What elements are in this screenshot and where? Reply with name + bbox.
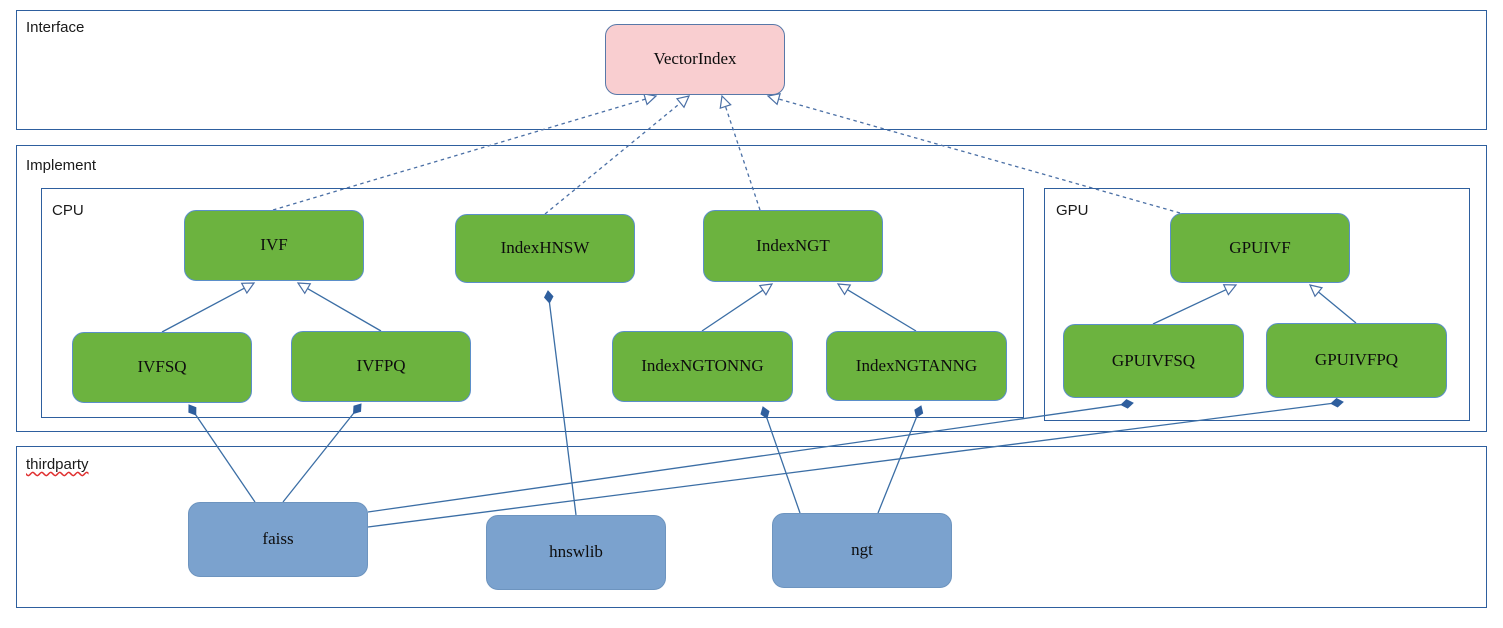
group-label-cpu: CPU [52, 202, 84, 219]
node-vectorindex[interactable]: VectorIndex [605, 24, 785, 95]
node-gpuivfsq[interactable]: GPUIVFSQ [1063, 324, 1244, 398]
group-label-interface: Interface [26, 19, 85, 36]
node-indexngt[interactable]: IndexNGT [703, 210, 883, 282]
node-indexhnsw[interactable]: IndexHNSW [455, 214, 635, 283]
node-indexngtanng[interactable]: IndexNGTANNG [826, 331, 1007, 401]
group-label-implement: Implement [26, 157, 97, 174]
node-ivfsq[interactable]: IVFSQ [72, 332, 252, 403]
node-ngt[interactable]: ngt [772, 513, 952, 588]
node-hnswlib[interactable]: hnswlib [486, 515, 666, 590]
node-gpuivfpq[interactable]: GPUIVFPQ [1266, 323, 1447, 398]
node-gpuivf[interactable]: GPUIVF [1170, 213, 1350, 283]
node-ivfpq[interactable]: IVFPQ [291, 331, 471, 402]
node-indexngtonng[interactable]: IndexNGTONNG [612, 331, 793, 402]
group-label-gpu: GPU [1056, 202, 1089, 219]
node-ivf[interactable]: IVF [184, 210, 364, 281]
group-label-thirdparty: thirdparty [26, 456, 89, 473]
node-faiss[interactable]: faiss [188, 502, 368, 577]
